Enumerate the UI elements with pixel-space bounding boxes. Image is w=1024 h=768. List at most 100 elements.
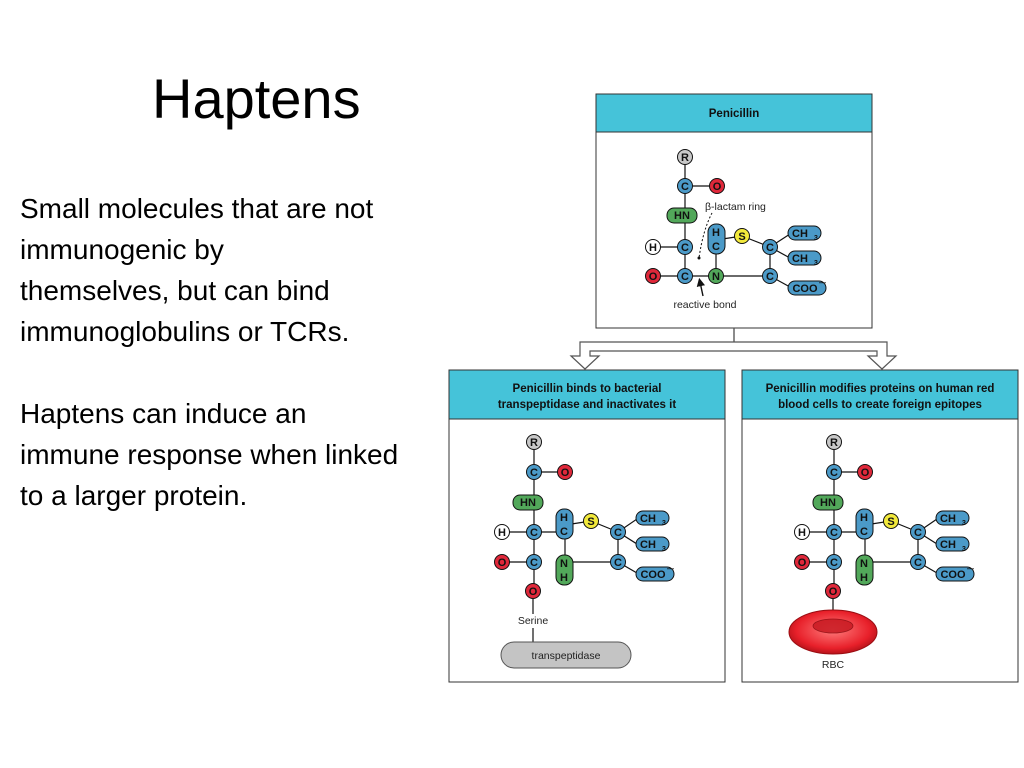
ring-nh-group: NH xyxy=(855,554,874,586)
penicillin-header: Penicillin xyxy=(709,108,760,120)
methyl-group: CH 3 xyxy=(935,536,970,553)
transpeptidase-panel: Penicillin binds to bacterial transpepti… xyxy=(448,369,726,683)
linking-oxygen-atom: O xyxy=(825,583,841,599)
svg-text:H: H xyxy=(860,572,868,584)
svg-text:C: C xyxy=(530,527,538,539)
ester-oxygen-atom: O xyxy=(525,583,541,599)
carbonyl-oxygen-atom: O xyxy=(794,554,810,570)
svg-text:O: O xyxy=(498,557,507,569)
beta-lactam-pointer-dot xyxy=(697,256,701,260)
acyl-carbon-atom: C xyxy=(826,554,842,570)
sulfur-atom: S xyxy=(583,513,599,529)
r-group-atom: R xyxy=(677,149,693,165)
alpha-carbon-atom: C xyxy=(677,239,693,255)
carbonyl-oxygen-atom: O xyxy=(557,464,573,480)
svg-text:—: — xyxy=(819,280,826,287)
svg-text:S: S xyxy=(887,516,894,528)
svg-text:N: N xyxy=(560,558,568,570)
svg-text:H: H xyxy=(649,242,657,254)
definition-paragraph: Small molecules that are not immunogenic… xyxy=(20,193,374,347)
svg-text:R: R xyxy=(830,437,838,449)
svg-text:3: 3 xyxy=(814,260,818,267)
rbc-panel: Penicillin modifies proteins on human re… xyxy=(741,369,1019,683)
penicillin-header-bar xyxy=(595,93,873,133)
svg-text:C: C xyxy=(560,526,568,538)
svg-text:—: — xyxy=(667,566,674,573)
alpha-carbon-atom: C xyxy=(526,524,542,540)
rbc-header-line2: blood cells to create foreign epitopes xyxy=(778,399,982,411)
svg-text:C: C xyxy=(830,467,838,479)
ring-ch-group: HC xyxy=(555,508,574,540)
carboxylate-group: COO— xyxy=(635,566,675,582)
svg-text:C: C xyxy=(681,271,689,283)
svg-text:HN: HN xyxy=(820,497,836,509)
sulfur-atom: S xyxy=(883,513,899,529)
amide-nitrogen-atom: HN xyxy=(812,494,844,511)
svg-text:C: C xyxy=(614,527,622,539)
svg-text:C: C xyxy=(681,181,689,193)
ring-carbon-atom: C xyxy=(910,524,926,540)
svg-text:C: C xyxy=(530,467,538,479)
ring-nitrogen-atom: N xyxy=(708,268,724,284)
beta-lactam-pointer xyxy=(698,212,713,259)
carboxylate-group: COO— xyxy=(787,280,827,296)
svg-text:C: C xyxy=(614,557,622,569)
svg-text:H: H xyxy=(798,527,806,539)
ring-carbon-atom: C xyxy=(762,239,778,255)
carbonyl-oxygen-atom: O xyxy=(709,178,725,194)
transpeptidase-label: transpeptidase xyxy=(532,650,601,662)
svg-text:C: C xyxy=(766,271,774,283)
rbc-header-bar xyxy=(741,369,1019,420)
slide-title: Haptens xyxy=(152,67,361,130)
beta-lactam-oxygen-atom: O xyxy=(645,268,661,284)
svg-text:H: H xyxy=(498,527,506,539)
svg-text:3: 3 xyxy=(662,546,666,553)
svg-text:O: O xyxy=(561,467,570,479)
r-group-atom: R xyxy=(826,434,842,450)
svg-text:N: N xyxy=(860,558,868,570)
svg-text:S: S xyxy=(738,231,745,243)
svg-text:3: 3 xyxy=(662,520,666,527)
transpeptidase-header-line1: Penicillin binds to bacterial xyxy=(513,383,662,395)
svg-text:3: 3 xyxy=(962,520,966,527)
svg-text:O: O xyxy=(829,586,838,598)
carbonyl-carbon-atom: C xyxy=(526,464,542,480)
immune-response-paragraph: Haptens can induce an immune response wh… xyxy=(20,398,399,511)
reactive-bond-arrow xyxy=(696,277,705,297)
rbc-header-line1: Penicillin modifies proteins on human re… xyxy=(766,383,995,395)
reactive-bond-label: reactive bond xyxy=(673,299,736,311)
hydrogen-atom: H xyxy=(794,524,810,540)
svg-text:COO: COO xyxy=(792,283,818,295)
ring-carbon-atom: C xyxy=(610,524,626,540)
svg-text:C: C xyxy=(830,557,838,569)
svg-text:CH: CH xyxy=(940,513,956,525)
carbonyl-carbon-atom: C xyxy=(826,464,842,480)
svg-text:C: C xyxy=(914,557,922,569)
svg-text:3: 3 xyxy=(962,546,966,553)
svg-text:R: R xyxy=(530,437,538,449)
amide-nitrogen-atom: HN xyxy=(666,207,698,224)
svg-text:C: C xyxy=(830,527,838,539)
ring-carbon-atom: C xyxy=(910,554,926,570)
svg-text:O: O xyxy=(798,557,807,569)
svg-text:O: O xyxy=(713,181,722,193)
alpha-carbon-atom: C xyxy=(826,524,842,540)
svg-text:C: C xyxy=(530,557,538,569)
svg-text:O: O xyxy=(649,271,658,283)
svg-text:COO: COO xyxy=(940,569,966,581)
svg-text:3: 3 xyxy=(814,235,818,242)
svg-text:HN: HN xyxy=(674,210,690,222)
svg-text:H: H xyxy=(560,572,568,584)
slide-body: Small molecules that are not immunogenic… xyxy=(20,188,452,516)
svg-text:—: — xyxy=(967,566,974,573)
rbc-label: RBC xyxy=(822,659,845,671)
hydrogen-atom: H xyxy=(645,239,661,255)
svg-text:CH: CH xyxy=(940,539,956,551)
transpeptidase-enzyme: transpeptidase xyxy=(500,641,632,669)
svg-text:R: R xyxy=(681,152,689,164)
transpeptidase-header-bar xyxy=(448,369,726,420)
